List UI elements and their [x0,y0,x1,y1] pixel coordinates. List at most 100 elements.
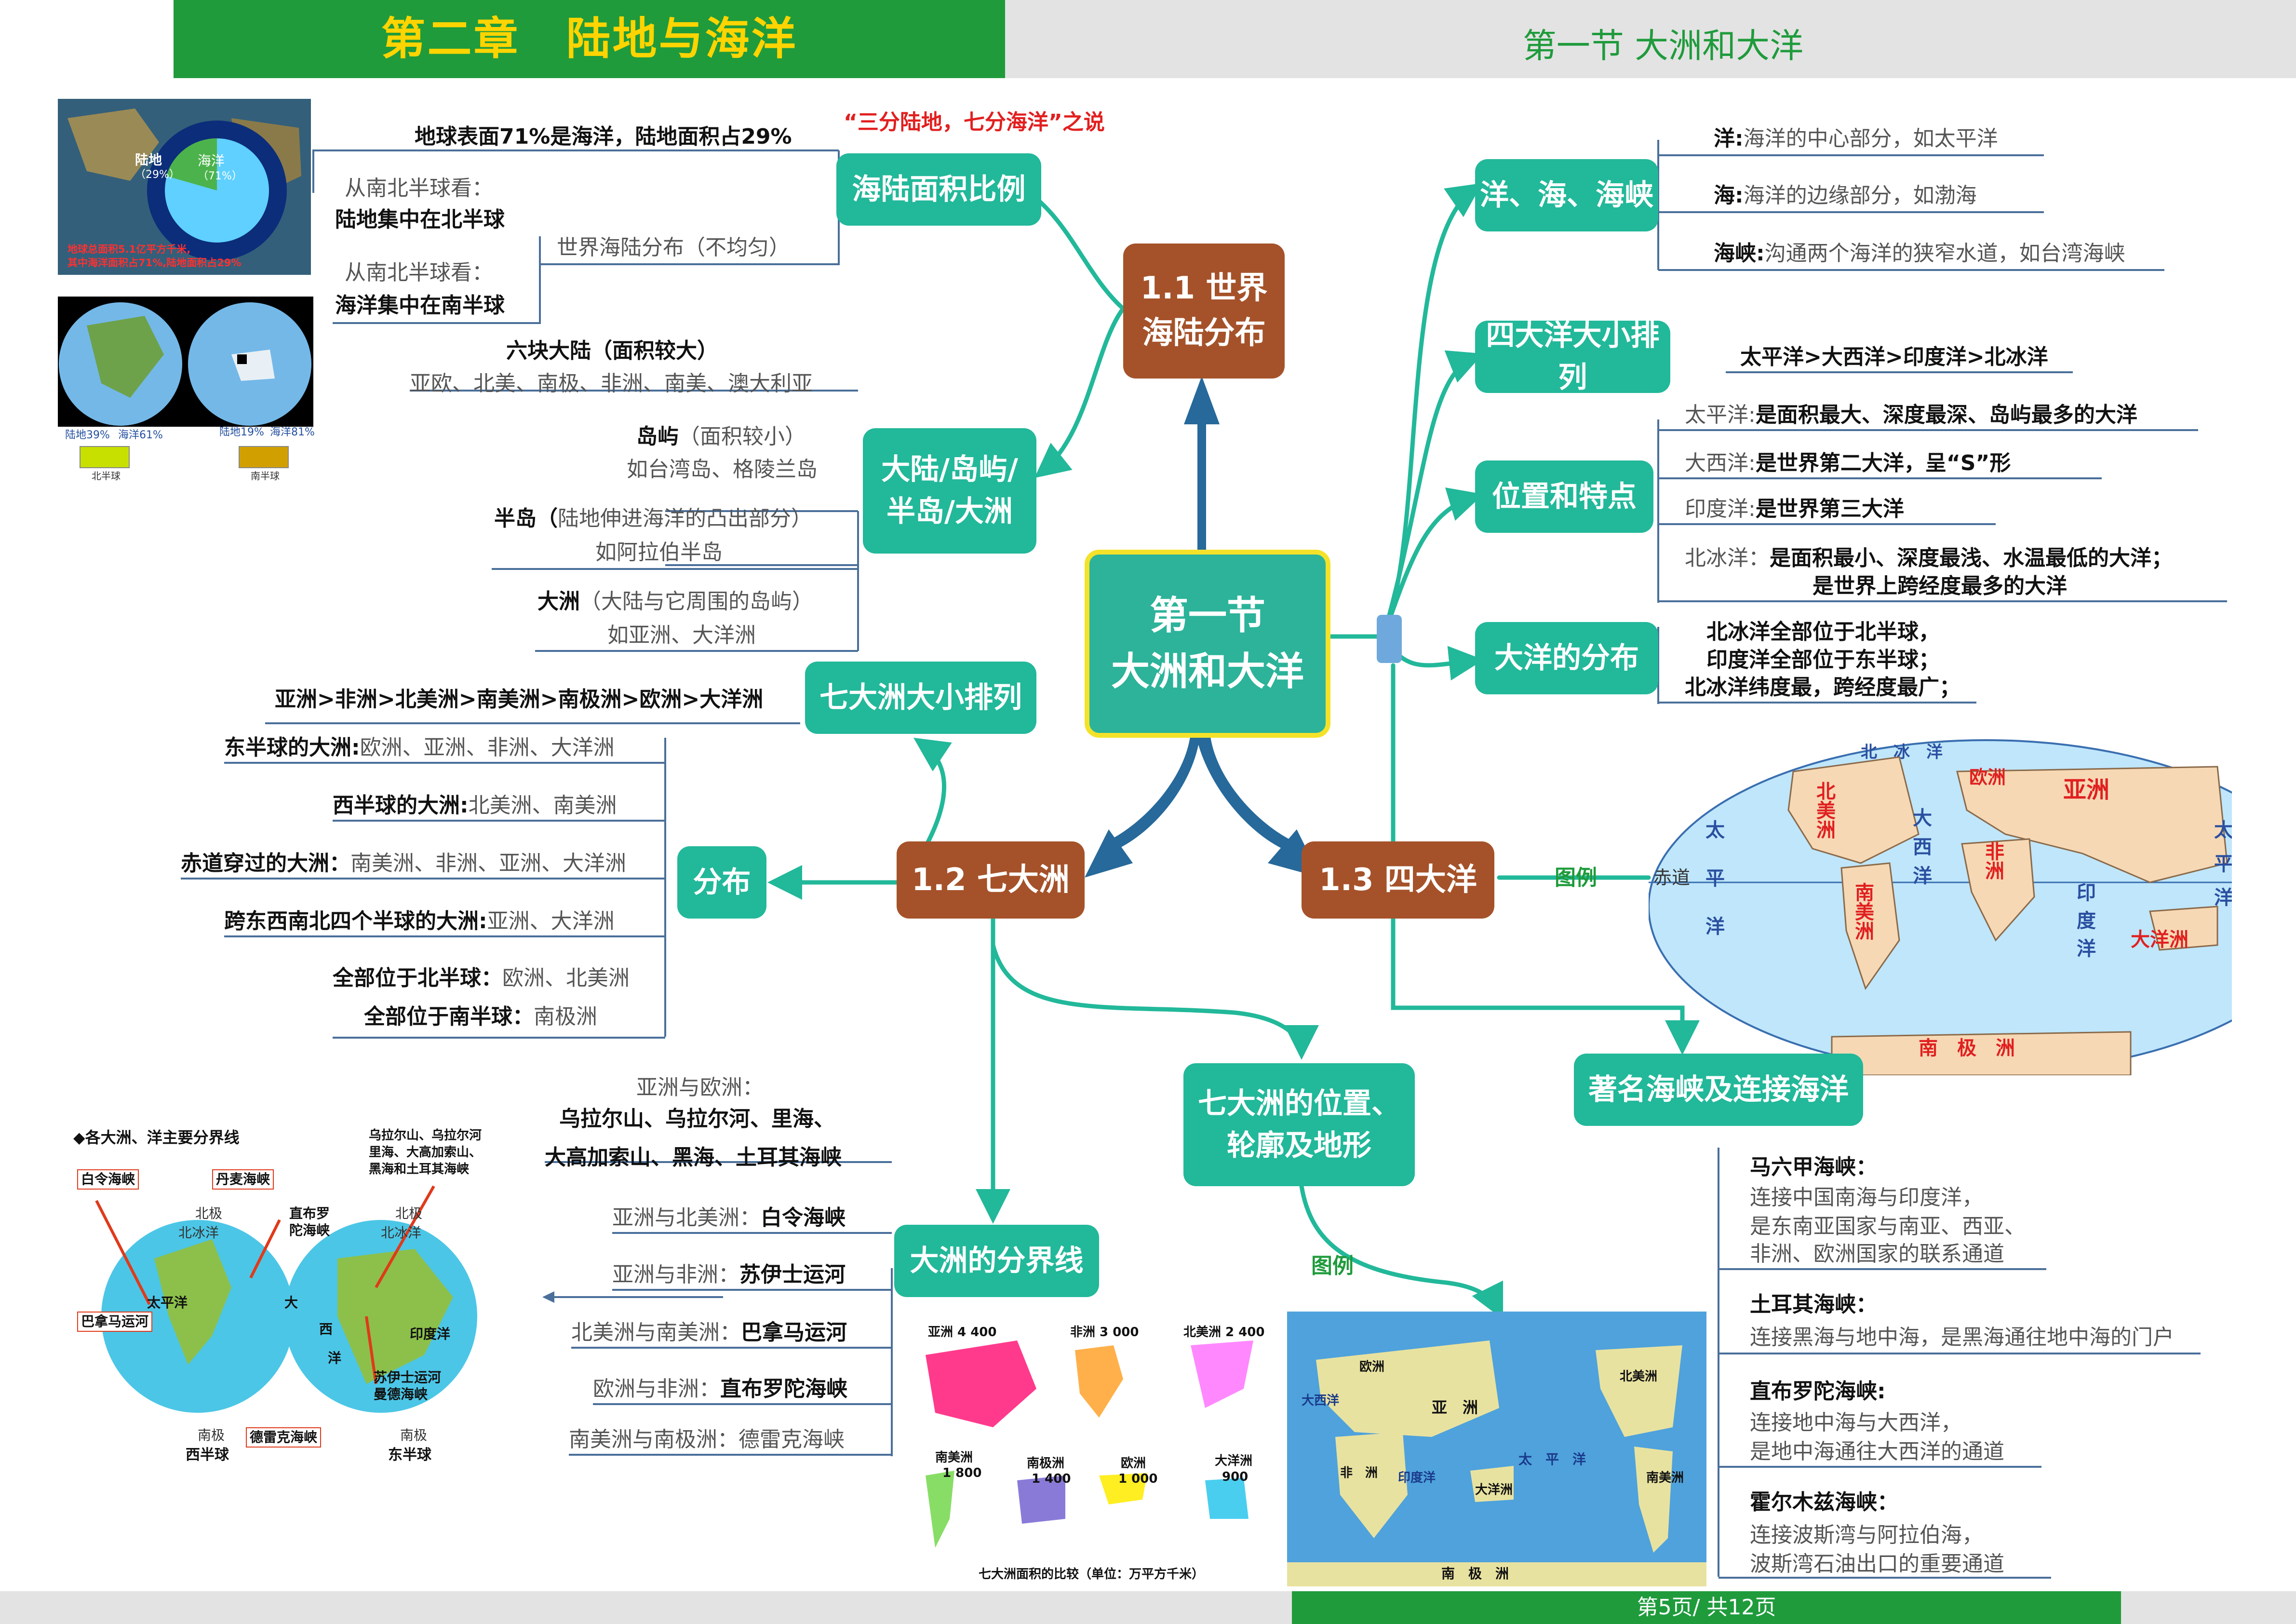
boundary-row-2-k: 亚洲与非洲： [612,1262,739,1287]
strait-3-head: 直布罗陀海峡: [1750,1379,1886,1404]
node-continent-line1: 大陆/岛屿/ [881,453,1018,487]
area-eu-1: 欧洲 [1121,1456,1146,1471]
feature-row-1-k: 太平洋: [1685,403,1756,427]
bmap-east-label: 东半球 [388,1447,431,1463]
area-ant-1: 南极洲 [1027,1456,1065,1471]
link-sea [1381,183,1482,639]
page-indicator: 第5页/ 共12页 [1292,1591,2121,1624]
area-na: 北美洲 2 400 [1183,1325,1265,1340]
pmap-na: 北美洲 [1620,1369,1658,1384]
branch-1-2[interactable]: 1.2 七大洲 [897,841,1085,919]
sea-row-2-k: 海: [1714,183,1744,208]
area-compare-figure: 亚洲 4 400 非洲 3 000 北美洲 2 400 南美洲 1 800 南极… [906,1316,1292,1591]
wmap-sa: 南美洲 [1852,882,1874,940]
node-position-feature[interactable]: 位置和特点 [1475,460,1653,533]
ocean-dist-underline [1658,702,1976,704]
dist-row-6-k: 全部位于南半球： [364,1004,534,1029]
cont-six-list: 亚欧、北美、南极、非洲、南美、澳大利亚 [410,371,813,396]
ocean-dist-1: 北冰洋全部位于北半球， [1706,620,1940,644]
link-strait [1391,663,1700,1055]
feature-underline-4 [1658,600,2227,602]
ratio-bracket-top [312,149,839,193]
ratio-south-b: 海洋集中在南半球 [335,293,505,318]
cont-continent-eg: 如亚洲、大洋洲 [607,623,756,648]
node-sea-land-ratio[interactable]: 海陆面积比例 [836,153,1041,226]
feature-row-3-v: 是世界第三大洋 [1755,497,1904,521]
bmap-suez-1: 苏伊士运河 [374,1369,442,1385]
center-node[interactable]: 第一节大洲和大洋 [1085,550,1330,738]
node-size7[interactable]: 七大洲大小排列 [805,662,1036,734]
rank-underline [1726,371,2073,373]
node-continent-terms[interactable]: 大陆/岛屿/半岛/大洲 [863,428,1036,554]
wmap-asia: 亚洲 [2063,776,2110,803]
dist-row-3-k: 赤道穿过的大洲： [181,851,350,876]
cont-peninsula: 半岛（陆地伸进海洋的凸出部分） [494,506,812,532]
arrow-up-shaft [1197,405,1206,559]
branch-1-1[interactable]: 1.1 世界海陆分布 [1123,244,1285,379]
strait-4-line-1: 连接波斯湾与阿拉伯海， [1750,1523,1983,1547]
dist-underline-5 [333,1037,665,1039]
dist-row-5: 全部位于北半球：欧洲、北美洲 [333,966,630,991]
strait-2-head: 土耳其海峡： [1750,1292,1877,1317]
strait-1-line-2: 是东南亚国家与南亚、西亚、 [1750,1214,2026,1239]
world-map-figure: 北 冰 洋 北美洲 欧洲 亚洲 非洲 南美洲 印度洋 大洋洲 大西洋 太平洋 太… [1649,738,2232,1075]
ratio-main: 地球表面71%是海洋，陆地面积占29% [415,124,792,149]
sea-row-1-v: 海洋的中心部分，如太平洋 [1743,126,1998,151]
node-distribution[interactable]: 分布 [677,846,766,919]
cont-island-n: （面积较小） [679,424,806,449]
globe-land-label: 陆地 [135,152,162,168]
chapter-title: 第二章 陆地与海洋 [381,13,798,65]
hemi-north-label: 北半球 [92,470,121,482]
node-boundary[interactable]: 大洲的分界线 [894,1225,1099,1297]
strait-4-underline [1719,1577,2051,1579]
dist-row-3-v: 南美洲、非洲、亚洲、大洋洲 [350,851,626,876]
bmap-ural-3: 黑海和土耳其海峡 [369,1162,470,1177]
boundary-map-arrowhead [542,1291,554,1303]
pmap-af: 非 洲 [1340,1466,1378,1480]
dist-row-4-k: 跨东西南北四个半球的大洲: [224,909,487,934]
wmap-eu: 欧洲 [1969,767,2006,788]
dist-underline-3 [181,878,665,880]
dist-row-5-k: 全部位于北半球： [333,966,502,990]
feature-row-2: 大西洋:是世界第二大洋，呈“S”形 [1685,451,2011,476]
bmap-west-label: 西半球 [186,1447,229,1463]
branch-1-1-line2: 海陆分布 [1142,315,1266,351]
area-ant-2: 1 400 [1032,1472,1071,1486]
cont-island: 岛屿（面积较小） [636,424,806,450]
feature-extra: 是世界上跨经度最多的大洋 [1813,574,2067,598]
boundary-row-1-v: 白令海峡 [761,1205,846,1230]
dist-underline-2 [333,820,665,822]
hemi-north-bar [80,446,130,468]
sea-row-3: 海峡:沟通两个海洋的狭窄水道，如台湾海峡 [1714,241,2125,267]
area-eu-2: 1 000 [1118,1472,1158,1486]
feature-row-4: 北冰洋：是面积最小、深度最浅、水温最低的大洋； [1685,546,2173,571]
wmap-af: 非洲 [1982,841,2004,880]
sea-row-3-v: 沟通两个海洋的狭窄水道，如台湾海峡 [1764,241,2125,266]
bmap-drake: 德雷克海峡 [246,1427,322,1448]
pmap-ind: 印度洋 [1398,1471,1436,1485]
strait-1-underline [1719,1268,2046,1270]
dist-row-3: 赤道穿过的大洲：南美洲、非洲、亚洲、大洋洲 [181,851,626,877]
globe-ocean-pct: （71%） [198,170,242,182]
node-position-shape[interactable]: 七大洲的位置、轮廓及地形 [1183,1063,1415,1186]
strait-4-line-2: 波斯湾石油出口的重要通道 [1750,1552,2004,1576]
sea-underline-1 [1658,154,2044,156]
dist-underline-4 [224,935,665,937]
pacific-map-image [1287,1340,1706,1586]
node-famous-straits[interactable]: 著名海峡及连接海洋 [1574,1054,1863,1126]
feature-row-2-v: 是世界第二大洋，呈“S”形 [1755,451,2011,475]
pmap-eu: 欧洲 [1359,1360,1385,1374]
boundary-row-5-k: 南美洲与南极洲： [569,1427,738,1452]
node-ocean-distribution[interactable]: 大洋的分布 [1475,622,1658,694]
bmap-atlantic-w: 大 [284,1295,298,1311]
dist-row-2-v: 北美洲、南美洲 [468,793,617,818]
node-ocean-rank[interactable]: 四大洋大小排列 [1475,319,1670,394]
slogan: “三分陆地，七分海洋”之说 [844,110,1105,135]
wmap-atlantic: 大西洋 [1909,808,1932,894]
header-right-bar [1005,0,2296,78]
node-ocean-sea-strait[interactable]: 洋、海、海峡 [1475,159,1658,231]
pmap-sa: 南美洲 [1646,1471,1684,1485]
branch-1-3[interactable]: 1.3 四大洋 [1302,841,1494,919]
header-bar [174,0,1005,78]
wmap-indian: 印度洋 [2073,882,2095,966]
